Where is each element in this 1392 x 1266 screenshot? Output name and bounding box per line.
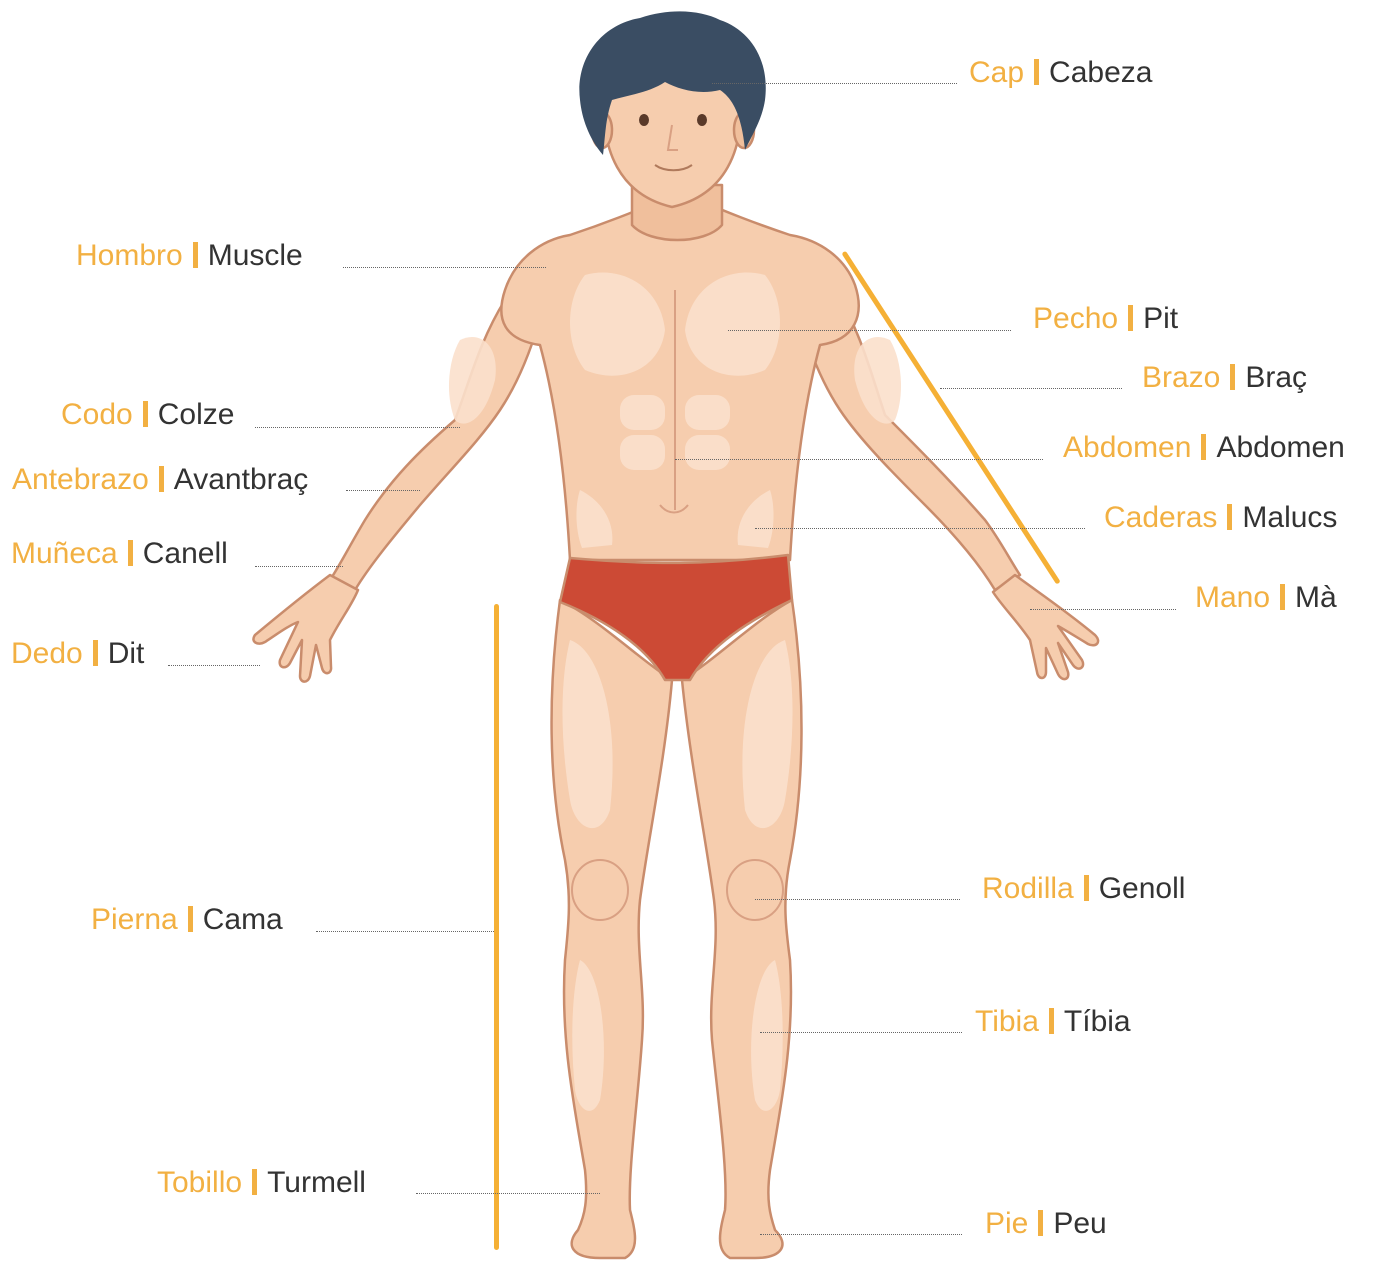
separator-bar	[193, 242, 198, 268]
label-catalan: Canell	[143, 537, 228, 570]
separator-bar	[93, 640, 98, 666]
label-spanish: Dedo	[11, 637, 83, 670]
label-spanish: Tibia	[975, 1005, 1039, 1038]
label-catalan: Tíbia	[1064, 1005, 1131, 1038]
leader-codo	[255, 427, 460, 428]
label-pierna: Pierna Cama	[91, 902, 283, 938]
label-abdomen: Abdomen Abdomen	[1063, 430, 1345, 466]
label-catalan: Pit	[1143, 302, 1178, 335]
label-catalan: Peu	[1053, 1207, 1106, 1240]
label-catalan: Malucs	[1242, 501, 1337, 534]
left-arm	[330, 300, 545, 590]
label-spanish: Caderas	[1104, 501, 1217, 534]
separator-bar	[159, 466, 164, 492]
separator-bar	[128, 540, 133, 566]
separator-bar	[1084, 875, 1089, 901]
label-spanish: Brazo	[1142, 361, 1220, 394]
label-catalan: Cabeza	[1049, 56, 1152, 89]
leader-muneca	[255, 566, 343, 567]
label-catalan: Abdomen	[1216, 431, 1344, 464]
separator-bar	[143, 401, 148, 427]
label-spanish: Mano	[1195, 581, 1270, 614]
label-catalan: Muscle	[208, 239, 303, 272]
label-spanish: Pierna	[91, 903, 178, 936]
leader-abdomen	[675, 459, 1043, 460]
label-pie: Pie Peu	[985, 1206, 1107, 1242]
leader-caderas	[755, 528, 1085, 529]
label-cap: Cap Cabeza	[969, 55, 1152, 91]
label-dedo: Dedo Dit	[11, 636, 144, 672]
leader-pie	[760, 1234, 962, 1235]
leader-hombro	[343, 267, 546, 268]
label-spanish: Hombro	[76, 239, 183, 272]
separator-bar	[252, 1169, 257, 1195]
leader-cap	[712, 83, 957, 84]
left-hand	[253, 575, 358, 682]
label-catalan: Cama	[203, 903, 283, 936]
label-hombro: Hombro Muscle	[76, 238, 303, 274]
label-muneca: Muñeca Canell	[11, 536, 228, 572]
label-rodilla: Rodilla Genoll	[982, 871, 1185, 907]
label-antebrazo: Antebrazo Avantbraç	[12, 462, 308, 498]
label-tibia: Tibia Tíbia	[975, 1004, 1131, 1040]
label-catalan: Dit	[108, 637, 145, 670]
leader-pierna	[316, 931, 494, 932]
label-tobillo: Tobillo Turmell	[157, 1165, 366, 1201]
label-catalan: Colze	[158, 398, 235, 431]
leader-tibia	[760, 1032, 962, 1033]
leader-tobillo	[416, 1193, 600, 1194]
leader-mano	[1030, 609, 1176, 610]
leader-antebrazo	[346, 490, 420, 491]
separator-bar	[1049, 1008, 1054, 1034]
label-spanish: Muñeca	[11, 537, 118, 570]
separator-bar	[188, 906, 193, 932]
leader-brazo	[940, 388, 1122, 389]
separator-bar	[1280, 584, 1285, 610]
label-spanish: Pecho	[1033, 302, 1118, 335]
separator-bar	[1230, 364, 1235, 390]
label-spanish: Codo	[61, 398, 133, 431]
separator-bar	[1227, 504, 1232, 530]
label-pecho: Pecho Pit	[1033, 301, 1178, 337]
label-brazo: Brazo Braç	[1142, 360, 1307, 396]
separator-bar	[1128, 305, 1133, 331]
label-catalan: Braç	[1245, 361, 1307, 394]
right-hand	[993, 575, 1098, 679]
leader-dedo	[168, 665, 260, 666]
torso	[501, 200, 858, 560]
label-spanish: Rodilla	[982, 872, 1074, 905]
label-codo: Codo Colze	[61, 397, 234, 433]
label-catalan: Genoll	[1099, 872, 1186, 905]
leader-rodilla	[755, 899, 960, 900]
leg-bracket	[494, 604, 499, 1250]
label-spanish: Cap	[969, 56, 1024, 89]
separator-bar	[1034, 59, 1039, 85]
label-spanish: Pie	[985, 1207, 1028, 1240]
label-catalan: Turmell	[267, 1166, 366, 1199]
leader-pecho	[728, 330, 1011, 331]
label-spanish: Tobillo	[157, 1166, 242, 1199]
label-catalan: Avantbraç	[174, 463, 309, 496]
label-mano: Mano Mà	[1195, 580, 1337, 616]
label-spanish: Antebrazo	[12, 463, 149, 496]
separator-bar	[1038, 1210, 1043, 1236]
label-spanish: Abdomen	[1063, 431, 1191, 464]
label-caderas: Caderas Malucs	[1104, 500, 1337, 536]
separator-bar	[1201, 434, 1206, 460]
label-catalan: Mà	[1295, 581, 1337, 614]
